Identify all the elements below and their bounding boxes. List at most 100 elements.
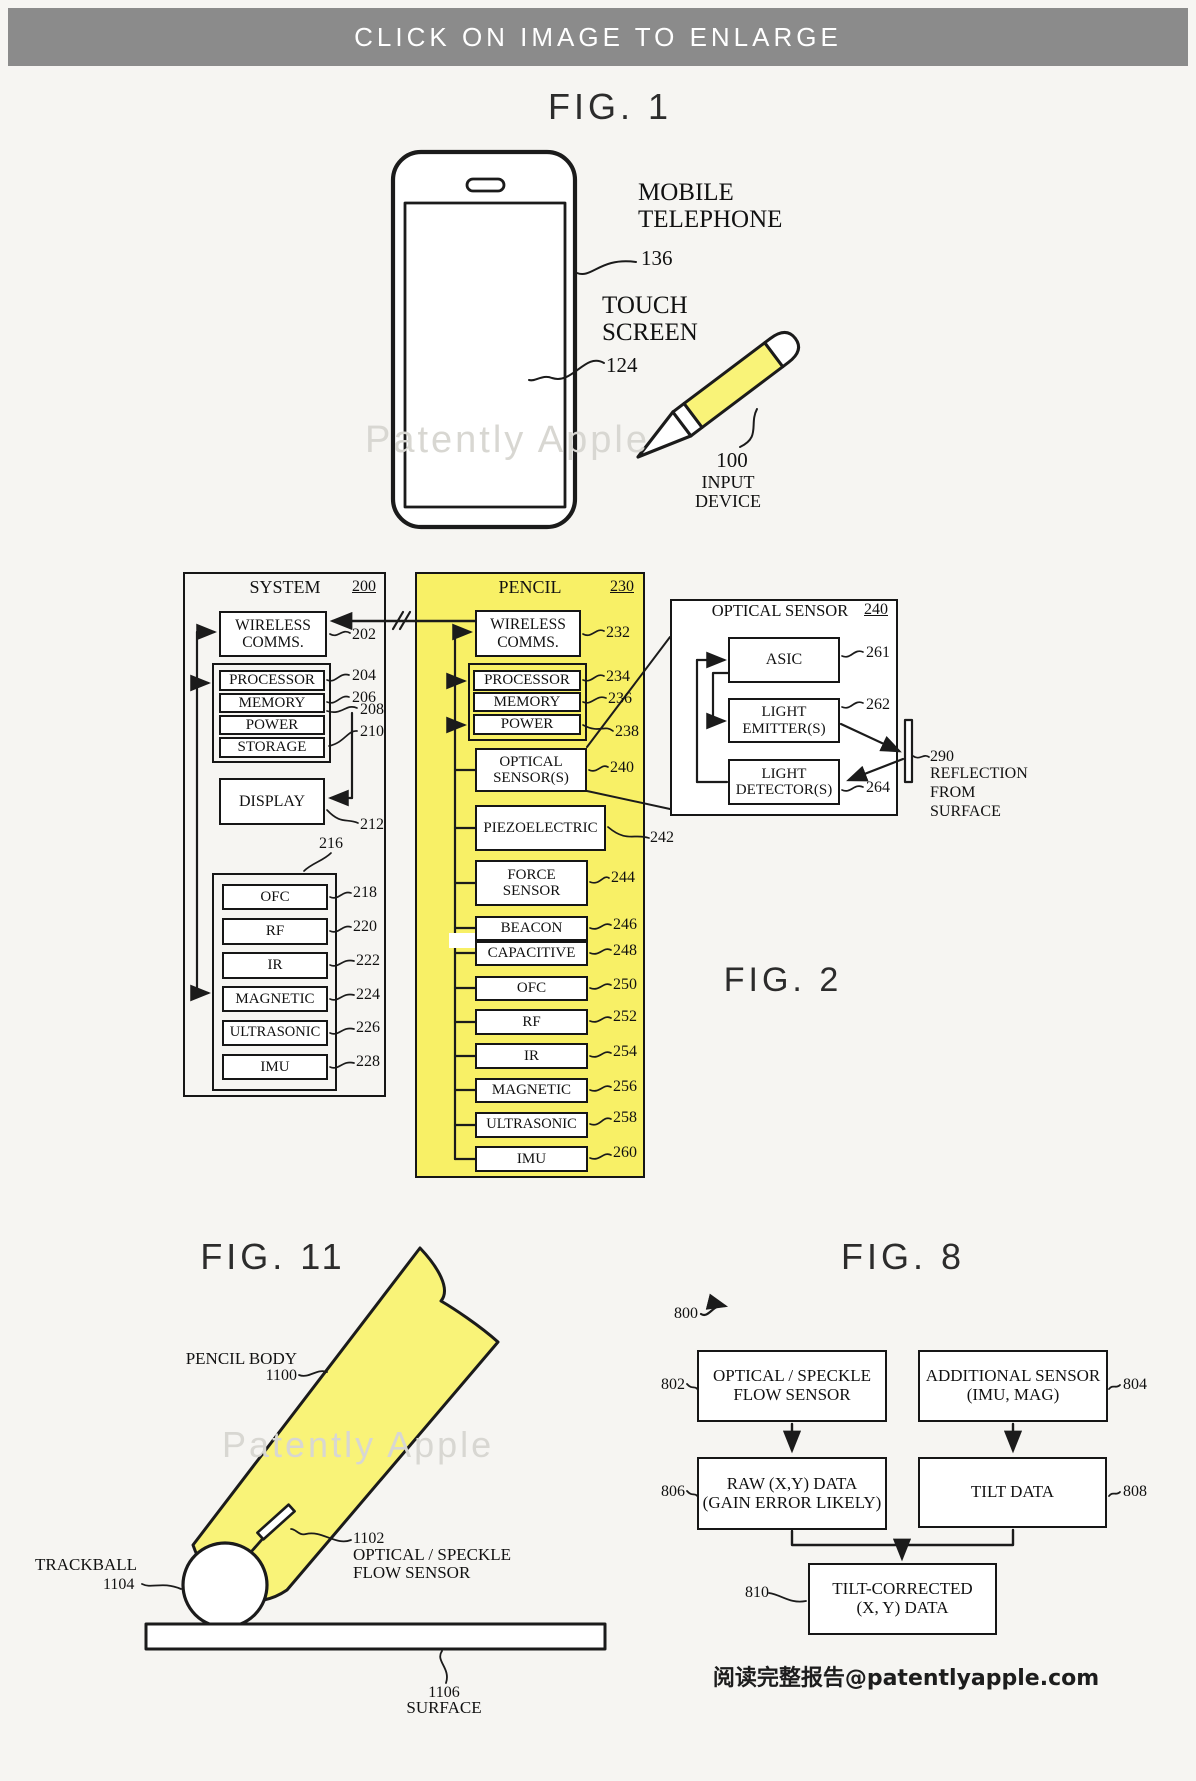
flow-sensor-shape [256, 1503, 296, 1541]
fig8-raw-data-box: RAW (X,Y) DATA (GAIN ERROR LIKELY) [697, 1457, 887, 1530]
system-power-box: POWER [219, 715, 325, 735]
system-storage-box: STORAGE [219, 737, 325, 758]
ref-226: 226 [356, 1019, 380, 1036]
pencil-wireless-box: WIRELESS COMMS. [475, 610, 581, 657]
ref-216: 216 [319, 835, 343, 852]
flow-sensor-label: OPTICAL / SPECKLE FLOW SENSOR [353, 1545, 512, 1583]
ref-802: 802 [661, 1376, 685, 1393]
ref-224: 224 [356, 986, 380, 1003]
ref-232: 232 [606, 624, 630, 641]
pencil-capacitive-box: CAPACITIVE [475, 941, 588, 966]
ref-252: 252 [613, 1008, 637, 1025]
pencil-rf-box: RF [475, 1009, 588, 1035]
reflective-surface-slab [903, 718, 914, 784]
reflection-label: REFLECTION FROM SURFACE [930, 765, 1028, 820]
ref-290: 290 [930, 748, 954, 765]
fig2-title: FIG. 2 [723, 961, 843, 999]
input-device-label: INPUT DEVICE [695, 472, 761, 512]
ref-242: 242 [650, 829, 674, 846]
ref-810: 810 [745, 1584, 769, 1601]
ref-248: 248 [613, 942, 637, 959]
ref-238: 238 [615, 723, 639, 740]
system-wireless-box: WIRELESS COMMS. [219, 611, 327, 657]
ref-1100: 1100 [265, 1367, 297, 1384]
ref-256: 256 [613, 1078, 637, 1095]
light-emitters-box: LIGHT EMITTER(S) [728, 698, 840, 743]
pencil-beacon-box: BEACON [475, 916, 588, 941]
ref-800: 800 [674, 1305, 698, 1322]
pencil-force-box: FORCE SENSOR [475, 860, 588, 906]
watermark-fig1: Patently Apple [365, 419, 650, 461]
ref-261: 261 [866, 644, 890, 661]
system-imu-box: IMU [222, 1054, 328, 1080]
ref-808: 808 [1123, 1483, 1147, 1500]
ref-222: 222 [356, 952, 380, 969]
pencil-title: PENCIL [498, 577, 562, 597]
ref-204: 204 [352, 667, 376, 684]
ref-1104: 1104 [103, 1576, 135, 1593]
pencil-optical-box: OPTICAL SENSOR(S) [475, 748, 587, 792]
pencil-ir-box: IR [475, 1043, 588, 1069]
fig8-optical-flow-box: OPTICAL / SPECKLE FLOW SENSOR [697, 1350, 887, 1422]
pencil-ofc-box: OFC [475, 976, 588, 1001]
ref-208: 208 [360, 701, 384, 718]
pencil-ref: 230 [610, 578, 634, 595]
ref-210: 210 [360, 723, 384, 740]
system-memory-box: MEMORY [219, 693, 325, 713]
pencil-piezo-box: PIEZOELECTRIC [475, 805, 606, 851]
ref-206: 206 [352, 689, 376, 706]
system-display-box: DISPLAY [219, 778, 325, 825]
enlarge-banner-text: CLICK ON IMAGE TO ENLARGE [354, 21, 842, 52]
touch-screen-label: TOUCH SCREEN [602, 292, 698, 346]
mobile-telephone-label: MOBILE TELEPHONE [638, 179, 783, 233]
ref-236: 236 [608, 690, 632, 707]
ref-806: 806 [661, 1483, 685, 1500]
fig8-tilt-data-box: TILT DATA [918, 1457, 1107, 1528]
fig1-title: FIG. 1 [547, 86, 673, 127]
ref-136: 136 [641, 246, 673, 270]
system-title: SYSTEM [249, 577, 321, 597]
light-detectors-box: LIGHT DETECTOR(S) [728, 759, 840, 805]
ref-218: 218 [353, 884, 377, 901]
ref-1106: 1106 [428, 1684, 460, 1701]
ref-244: 244 [611, 869, 635, 886]
ref-212: 212 [360, 816, 384, 833]
footer-report-link[interactable]: 阅读完整报告@patentlyapple.com [712, 1666, 1100, 1691]
ref-258: 258 [613, 1109, 637, 1126]
ref-262: 262 [866, 696, 890, 713]
watermark-fig11: Patently Apple [222, 1424, 495, 1465]
system-magnetic-box: MAGNETIC [222, 986, 328, 1012]
pencil-magnetic-box: MAGNETIC [475, 1078, 588, 1103]
fig8-tilt-corrected-box: TILT-CORRECTED (X, Y) DATA [808, 1563, 997, 1635]
pencil-body-label: PENCIL BODY [185, 1349, 297, 1368]
asic-box: ASIC [728, 637, 840, 683]
system-ultrasonic-box: ULTRASONIC [222, 1020, 328, 1046]
pencil-processor-box: PROCESSOR [473, 670, 581, 691]
ref-254: 254 [613, 1043, 637, 1060]
trackball-label: TRACKBALL [35, 1555, 137, 1574]
system-rf-box: RF [222, 918, 328, 945]
ref-260: 260 [613, 1144, 637, 1161]
ref-234: 234 [606, 668, 630, 685]
pencil-power-box: POWER [473, 714, 581, 735]
enlarge-banner[interactable]: CLICK ON IMAGE TO ENLARGE [8, 8, 1188, 66]
ref-264: 264 [866, 779, 890, 796]
pencil-ultrasonic-box: ULTRASONIC [475, 1112, 588, 1138]
ref-804: 804 [1123, 1376, 1147, 1393]
fig11-title: FIG. 11 [200, 1236, 346, 1277]
ref-240: 240 [610, 759, 634, 776]
ref-124: 124 [606, 353, 638, 377]
ref-250: 250 [613, 976, 637, 993]
system-ir-box: IR [222, 952, 328, 979]
fig2-system-outer-box [183, 572, 386, 1097]
system-ofc-box: OFC [222, 884, 328, 910]
system-ref: 200 [352, 578, 376, 595]
ref-228: 228 [356, 1053, 380, 1070]
ref-246: 246 [613, 916, 637, 933]
optical-sensor-ref: 240 [864, 601, 888, 618]
fig8-additional-sensor-box: ADDITIONAL SENSOR (IMU, MAG) [918, 1350, 1108, 1422]
optical-sensor-title: OPTICAL SENSOR [711, 601, 849, 620]
pencil-imu-box: IMU [475, 1146, 588, 1172]
pencil-memory-box: MEMORY [473, 692, 581, 712]
